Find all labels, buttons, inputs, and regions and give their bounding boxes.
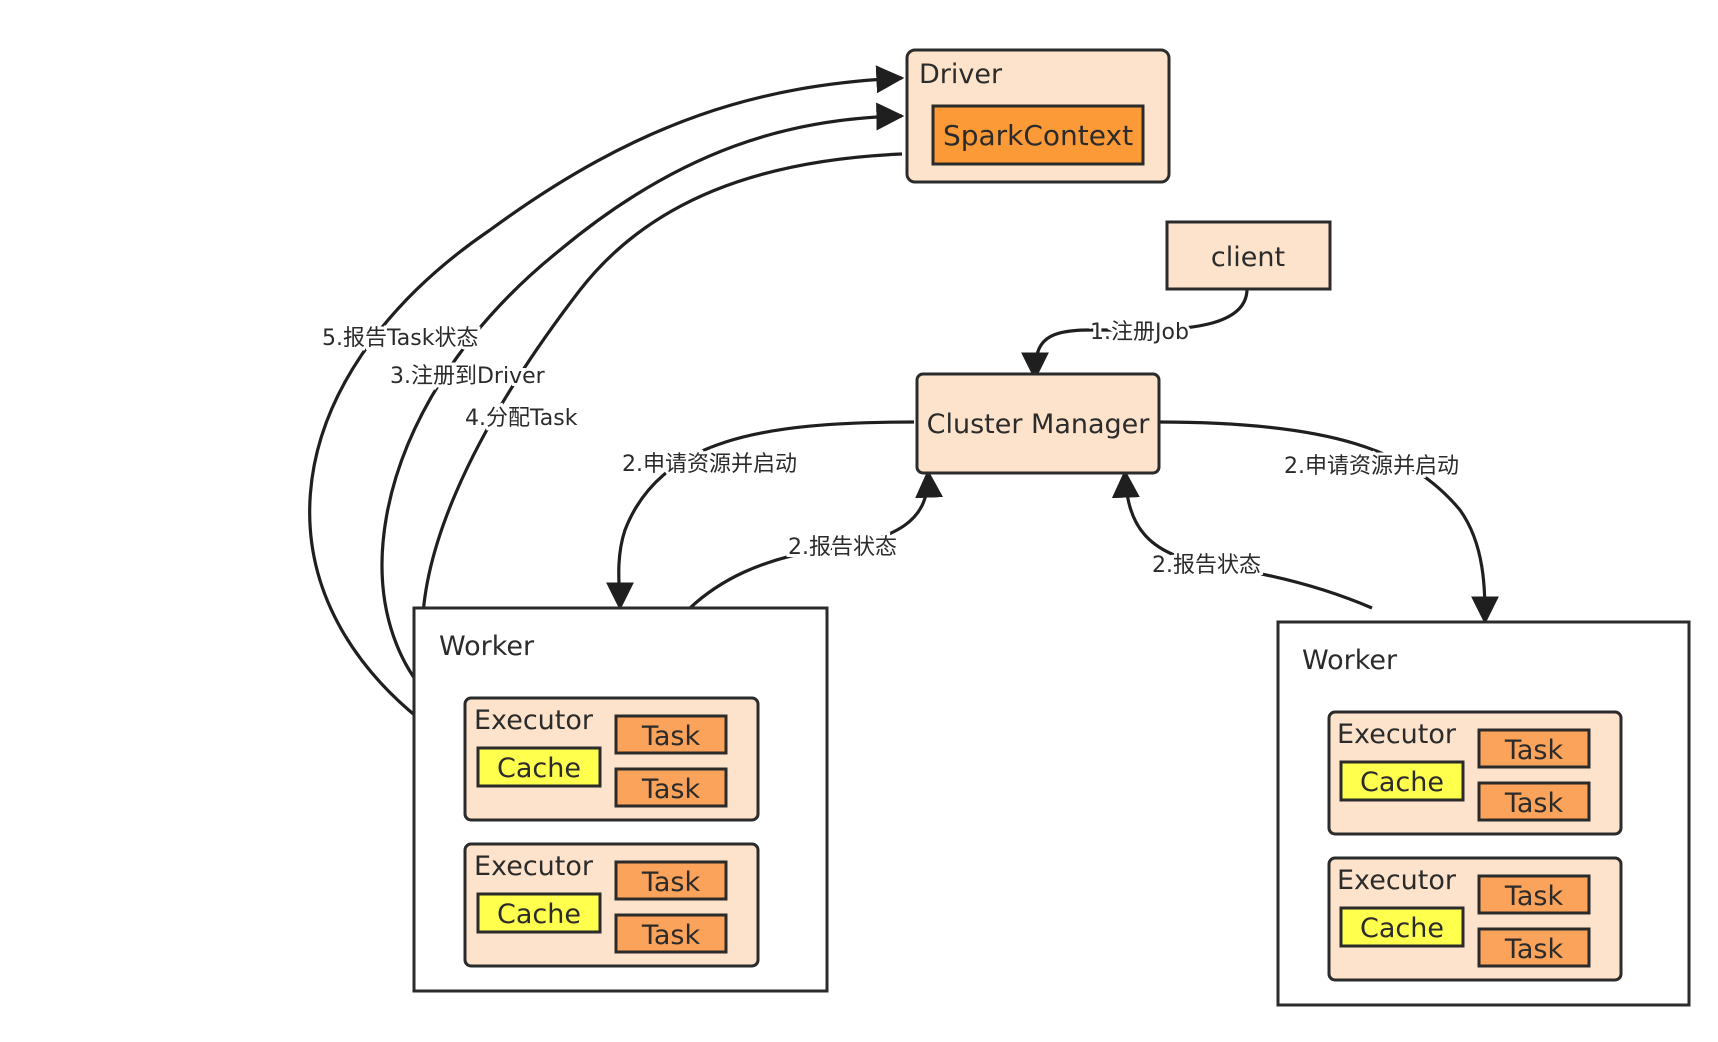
cache-label: Cache <box>1360 767 1444 798</box>
task-box <box>1477 728 1591 769</box>
client-node: client <box>1165 220 1332 291</box>
task-box <box>614 767 728 808</box>
cluster-manager-node: Cluster Manager <box>915 372 1161 475</box>
driver-node: Driver SparkContext <box>905 48 1171 184</box>
executor-title: Executor <box>474 705 594 736</box>
cluster-manager-box <box>915 372 1161 475</box>
edge-request-resources-left <box>605 420 915 611</box>
task-label: Task <box>1504 788 1564 819</box>
task-label: Task <box>1504 881 1564 912</box>
label-report-task-status: 5.报告Task状态 <box>322 326 478 351</box>
executor: Executor Cache Task Task <box>463 696 760 822</box>
edge-labels: 5.报告Task状态 3.注册到Driver 4.分配Task 1.注册Job … <box>319 317 1462 581</box>
label-assign-task: 4.分配Task <box>465 406 578 431</box>
cluster-manager-label: Cluster Manager <box>927 409 1151 440</box>
edge-register-job <box>1021 288 1249 381</box>
executor: Executor Cache Task Task <box>1327 856 1623 982</box>
edges <box>308 65 1499 752</box>
label-register-to-driver: 3.注册到Driver <box>390 364 546 389</box>
task-label: Task <box>1504 934 1564 965</box>
driver-title: Driver <box>919 59 1003 90</box>
cache-box <box>476 746 602 788</box>
worker-left: Worker Executor Cache Task Task Executor… <box>412 606 829 993</box>
worker-right: Worker Executor Cache Task Task Executor… <box>1276 620 1691 1007</box>
task-label: Task <box>641 774 701 805</box>
task-box <box>1477 927 1591 968</box>
edge-report-status-left <box>688 469 944 610</box>
executor-title: Executor <box>1337 865 1457 896</box>
executor-title: Executor <box>1337 719 1457 750</box>
edge-report-task-status <box>308 65 905 752</box>
cache-label: Cache <box>497 899 581 930</box>
cache-box <box>1339 760 1465 802</box>
task-label: Task <box>641 867 701 898</box>
label-request-resources-right: 2.申请资源并启动 <box>1284 454 1459 479</box>
task-label: Task <box>641 721 701 752</box>
task-label: Task <box>641 920 701 951</box>
cache-label: Cache <box>1360 913 1444 944</box>
edge-report-status-right <box>1111 469 1373 610</box>
worker-left-title: Worker <box>439 631 535 662</box>
label-report-status-left: 2.报告状态 <box>788 535 897 560</box>
spark-context-box <box>931 104 1145 166</box>
label-register-job: 1.注册Job <box>1090 320 1189 345</box>
task-box <box>614 714 728 755</box>
executor-title: Executor <box>474 851 594 882</box>
edge-register-to-driver <box>380 102 905 727</box>
executor: Executor Cache Task Task <box>463 842 760 968</box>
client-label: client <box>1211 242 1285 273</box>
label-request-resources-left: 2.申请资源并启动 <box>622 452 797 477</box>
edge-request-resources-right <box>1157 420 1499 625</box>
task-label: Task <box>1504 735 1564 766</box>
worker-right-title: Worker <box>1302 645 1398 676</box>
cache-box <box>1339 906 1465 948</box>
cache-label: Cache <box>497 753 581 784</box>
task-box <box>614 913 728 954</box>
task-box <box>1477 781 1591 822</box>
cache-box <box>476 892 602 934</box>
executor: Executor Cache Task Task <box>1327 710 1623 836</box>
client-box <box>1165 220 1332 291</box>
task-box <box>1477 874 1591 915</box>
label-report-status-right: 2.报告状态 <box>1152 553 1261 578</box>
task-box <box>614 860 728 901</box>
spark-context-label: SparkContext <box>943 119 1133 152</box>
